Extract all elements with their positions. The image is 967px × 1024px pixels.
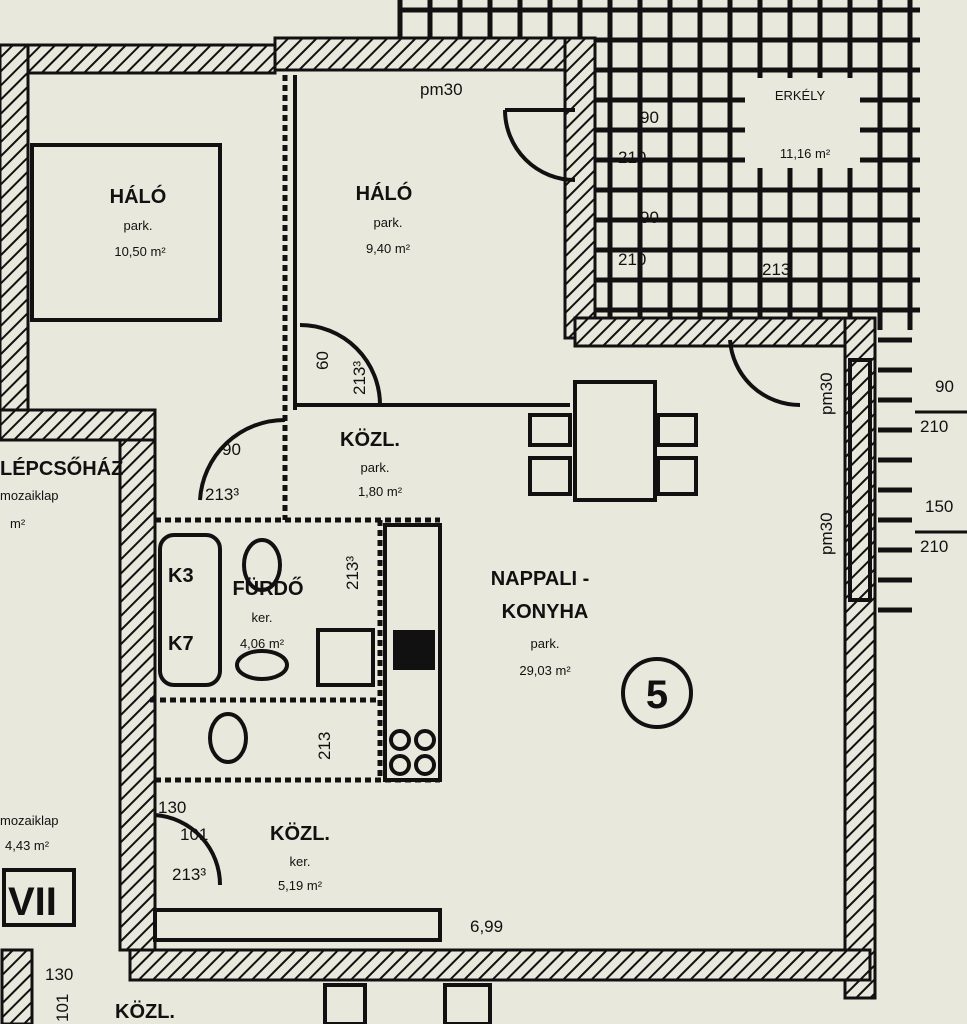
dim-label: 213	[315, 732, 334, 760]
dim-label: 213³	[172, 865, 206, 884]
dim-label: 6,99	[470, 917, 503, 936]
dim-label: pm30	[817, 372, 836, 415]
toilet	[242, 538, 282, 592]
room-area: 10,50 m²	[114, 244, 166, 259]
room-area: 9,40 m²	[366, 241, 411, 256]
room-bedroom2: HÁLÓ park. 9,40 m²	[356, 181, 413, 256]
room-name: HÁLÓ	[356, 181, 413, 205]
bathtub	[158, 533, 222, 687]
dim-label: 130	[158, 798, 186, 817]
room-name: FÜRDŐ	[232, 577, 303, 600]
floor-type: park.	[374, 215, 403, 230]
dim-label: 210	[618, 148, 646, 167]
dim-label: 101	[180, 825, 208, 844]
room-name: NAPPALI -	[491, 568, 590, 590]
floor-type: ker.	[252, 610, 273, 625]
floor-type: mozaiklap	[0, 813, 59, 828]
unit-number-circle	[621, 657, 693, 729]
dim-label: 90	[222, 440, 241, 459]
room-area: 4,43 m²	[5, 838, 50, 853]
dim-label: 90	[640, 208, 659, 227]
dim-label: 130	[45, 965, 73, 984]
room-area: 11,16 m²	[780, 146, 831, 161]
marker-k7: K7	[168, 633, 194, 655]
dim-label: 213³	[205, 485, 239, 504]
room-area: 1,80 m²	[358, 484, 403, 499]
floor-type: park.	[361, 460, 390, 475]
room-name: LÉPCSŐHÁZ	[0, 457, 123, 480]
unit-number: 5	[646, 673, 668, 717]
room-area: 29,03 m²	[519, 663, 571, 678]
room-name-2: KONYHA	[502, 601, 589, 623]
room-name: HÁLÓ	[110, 184, 167, 208]
staircase-label: VII	[8, 880, 57, 924]
room-stairwell: LÉPCSŐHÁZ mozaiklap m² mozaiklap 4,43 m²…	[0, 457, 175, 1023]
dim-label: 101	[53, 994, 72, 1022]
marker-k3: K3	[168, 565, 194, 587]
furniture	[2, 108, 801, 1024]
dim-label: 210	[618, 250, 646, 269]
floor-type: mozaiklap	[0, 488, 59, 503]
partitions	[30, 75, 872, 942]
dim-label: 90	[935, 377, 954, 396]
dim-label: 150	[925, 497, 953, 516]
room-name: KÖZL.	[270, 822, 330, 845]
dimensions: K3 K7 pm30 pm30 pm30 90 210 150 210 213³…	[45, 80, 967, 1022]
room-hall-entry: KÖZL. ker. 5,19 m²	[270, 822, 330, 893]
dim-label: 210	[920, 537, 948, 556]
room-bathroom: FÜRDŐ ker. 4,06 m²	[232, 577, 303, 651]
floor-type: park.	[531, 636, 560, 651]
dim-label: pm30	[817, 512, 836, 555]
room-area: 4,06 m²	[240, 636, 285, 651]
floor-type: park.	[124, 218, 153, 233]
room-bedroom1: HÁLÓ park. 10,50 m²	[110, 184, 167, 259]
room-area: 5,19 m²	[278, 878, 323, 893]
floor-type: ker.	[290, 854, 311, 869]
room-name: ERKÉLY	[775, 88, 826, 103]
dim-label: 210	[920, 417, 948, 436]
dining-table	[573, 380, 657, 502]
dim-label: 90	[640, 108, 659, 127]
room-name: KÖZL.	[340, 428, 400, 451]
dim-label: 213³	[343, 556, 362, 590]
dim-label: 213³	[350, 361, 369, 395]
room-hall-small: KÖZL. park. 1,80 m²	[340, 428, 403, 499]
room-area: m²	[10, 516, 26, 531]
dim-label: pm30	[420, 80, 463, 99]
dim-label: 213	[762, 260, 790, 279]
room-balcony: ERKÉLY 11,16 m²	[745, 78, 860, 168]
room-living-kitchen: NAPPALI - KONYHA park. 29,03 m² 5	[491, 568, 668, 717]
room-name: KÖZL.	[115, 1000, 175, 1023]
sink	[235, 649, 289, 681]
dim-label: 60	[313, 351, 332, 370]
